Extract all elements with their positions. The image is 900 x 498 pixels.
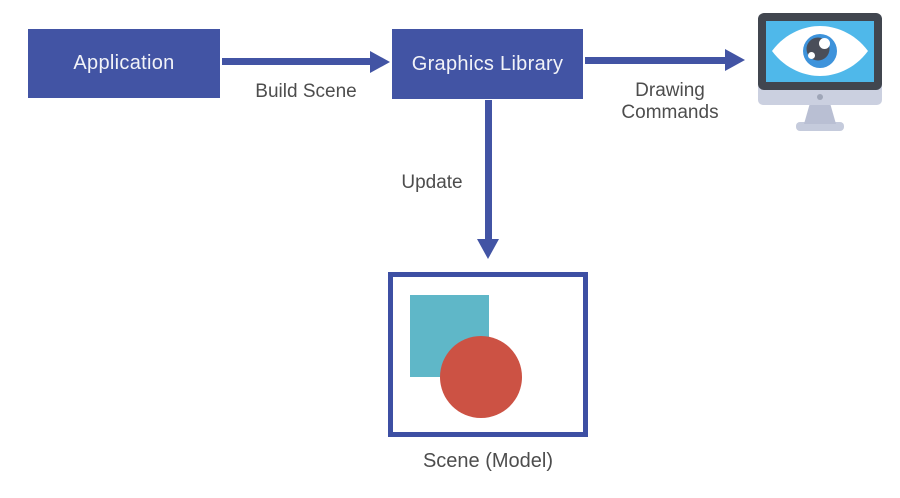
monitor-stand-base: [796, 122, 844, 131]
arrow-drawing-commands-shaft: [585, 57, 725, 64]
edge-label-drawing-commands: Drawing Commands: [621, 80, 719, 123]
node-scene-model: [388, 272, 588, 437]
edge-label-update: Update: [401, 172, 463, 193]
arrow-build-scene-head: [370, 51, 390, 73]
node-graphics-library: Graphics Library: [392, 29, 583, 99]
scene-red-circle: [440, 336, 522, 418]
node-scene-model-label: Scene (Model): [422, 450, 554, 472]
arrow-update-shaft: [485, 100, 492, 239]
monitor-stand-neck: [804, 103, 836, 124]
eye-highlight-small: [808, 52, 815, 59]
node-application: Application: [28, 29, 220, 98]
eye-highlight-large: [819, 38, 830, 49]
edge-label-build-scene: Build Scene: [255, 81, 357, 102]
node-application-label: Application: [73, 52, 175, 74]
node-graphics-library-label: Graphics Library: [411, 52, 564, 75]
monitor-camera-dot: [817, 94, 823, 100]
arrow-drawing-commands-head: [725, 49, 745, 71]
arrow-build-scene-shaft: [222, 58, 372, 65]
arrow-update-head: [477, 239, 499, 259]
monitor-with-eye-icon: [758, 13, 882, 131]
